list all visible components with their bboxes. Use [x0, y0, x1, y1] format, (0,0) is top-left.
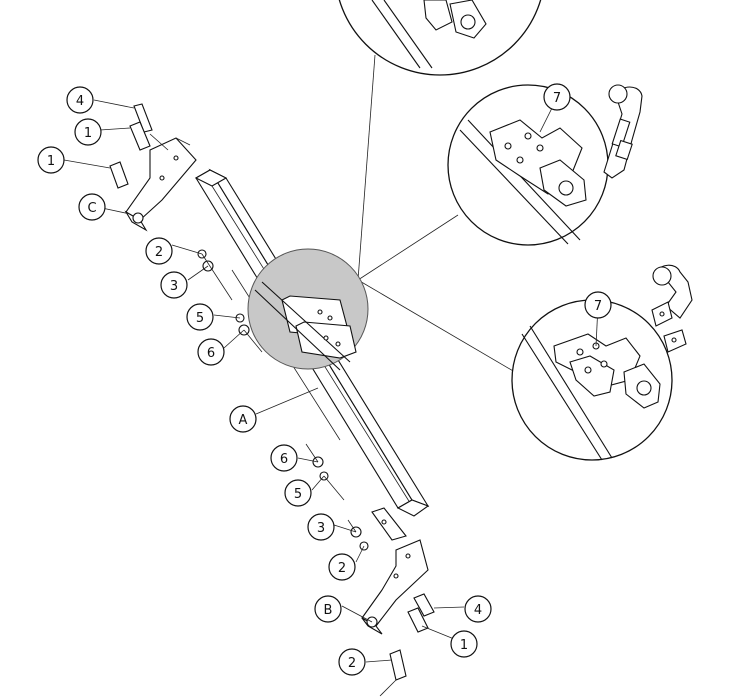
callout-label: 4	[474, 603, 482, 618]
detail-view-top	[338, 0, 542, 76]
callout-label: 2	[348, 656, 356, 671]
callout-label: 6	[280, 452, 288, 467]
callout-leaders	[63, 99, 599, 663]
callout-b: B	[314, 595, 342, 623]
callout-label: 7	[594, 299, 602, 314]
callout-label: A	[239, 413, 248, 428]
mounting-bracket-b	[361, 507, 429, 635]
callout-label: 1	[460, 638, 468, 653]
callout-1-top-a: 1	[74, 118, 102, 146]
callout-label: 2	[338, 561, 346, 576]
callout-1-top-b: 1	[37, 146, 65, 174]
callout-4-top: 4	[66, 86, 94, 114]
callout-7-bottom-detail: 7	[584, 291, 612, 319]
detail-view-middle	[447, 84, 643, 246]
callout-label: 1	[84, 126, 92, 141]
callout-label: 7	[553, 91, 561, 106]
callout-2-left: 2	[145, 237, 173, 265]
callout-label: 6	[207, 346, 215, 361]
callout-2-right: 2	[328, 553, 356, 581]
callout-3-right: 3	[307, 513, 335, 541]
detail-view-bottom	[511, 264, 693, 461]
mounting-bracket-c	[124, 137, 197, 232]
callout-a: A	[229, 405, 257, 433]
callout-6-right: 6	[270, 444, 298, 472]
callout-2-bottom: 2	[338, 648, 366, 676]
callout-4-bottom: 4	[464, 595, 492, 623]
detail-leader-lines	[357, 54, 521, 376]
callout-label: B	[324, 603, 333, 618]
callout-label: 3	[170, 279, 178, 294]
callout-label: 3	[317, 521, 325, 536]
magnified-center-view	[247, 248, 369, 371]
callout-label: 1	[47, 154, 55, 169]
callout-6-left: 6	[197, 338, 225, 366]
callout-3-left: 3	[160, 271, 188, 299]
callout-c: C	[78, 193, 106, 221]
callout-label: C	[87, 201, 96, 216]
callout-label: 2	[155, 245, 163, 260]
callout-label: 5	[196, 311, 204, 326]
callout-label: 5	[294, 487, 302, 502]
callout-7-middle-detail: 7	[543, 83, 571, 111]
callout-1-bottom: 1	[450, 630, 478, 658]
callout-label: 4	[76, 94, 84, 109]
callout-5-right: 5	[284, 479, 312, 507]
callout-5-left: 5	[186, 303, 214, 331]
